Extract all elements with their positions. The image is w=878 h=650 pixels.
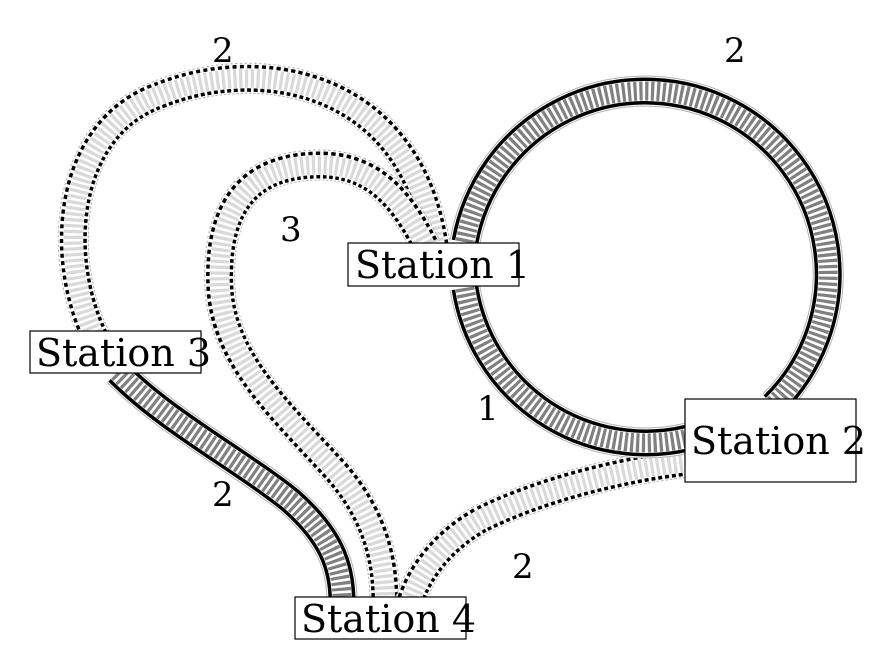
station-3[interactable]: Station 3 — [29, 330, 211, 375]
station-4[interactable]: Station 4 — [294, 596, 476, 641]
station-1[interactable]: Station 1 — [347, 242, 530, 287]
tracks-layer — [57, 62, 844, 608]
station-1-label: Station 1 — [355, 243, 530, 287]
station-4-label: Station 4 — [301, 597, 476, 641]
weight-label-s1-s4: 3 — [280, 210, 302, 250]
track-loop-top — [449, 75, 844, 417]
station-2-box[interactable] — [684, 398, 857, 483]
weight-label-s3-s1: 2 — [212, 31, 234, 71]
weights-layer: 2 2 3 1 2 2 — [212, 31, 746, 587]
track-s2-s4 — [395, 446, 690, 608]
station-2[interactable]: Station 2 — [684, 398, 866, 483]
track-s1-s4 — [204, 149, 439, 603]
station-3-label: Station 3 — [36, 331, 211, 375]
stations-layer: Station 1 Station 2 Station 3 Station 4 — [29, 242, 866, 641]
weight-label-loop-top: 2 — [724, 31, 746, 71]
station-1-box[interactable] — [347, 242, 520, 287]
track-s3-s4 — [106, 361, 358, 603]
track-loop-bottom — [449, 285, 692, 459]
track-s3-s1 — [57, 62, 451, 358]
station-4-box[interactable] — [294, 596, 467, 640]
weight-label-s3-s4: 2 — [212, 475, 234, 515]
weight-label-loop-bottom: 1 — [477, 389, 499, 429]
station-2-label: Station 2 — [691, 419, 866, 463]
weight-label-s2-s4: 2 — [512, 547, 534, 587]
station-3-box[interactable] — [29, 330, 202, 374]
